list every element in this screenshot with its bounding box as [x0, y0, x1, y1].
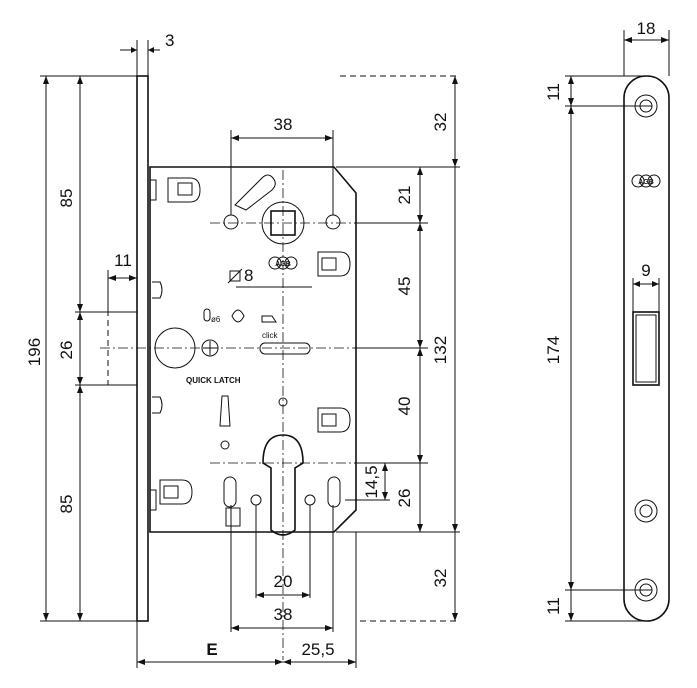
mounting-slots: [159, 177, 351, 505]
svg-text:click: click: [262, 331, 279, 340]
dim-bottom-hole-spacing: 38: [274, 605, 293, 624]
latch-bolt: [107, 281, 163, 414]
dim-spindle-spacing-x: 38: [274, 115, 293, 134]
dim-latch-to-cylinder: 40: [395, 397, 414, 416]
dim-bottom-to-center: 85: [57, 495, 76, 514]
dim-top-to-center: 85: [57, 189, 76, 208]
side-dimension-lines: [565, 30, 670, 622]
spindle-area: [223, 174, 341, 245]
cylinder-hole: [223, 434, 341, 536]
dim-faceplate-slot-width: 9: [641, 261, 650, 280]
svg-text:8: 8: [244, 266, 253, 285]
dim-faceplate-width: 18: [637, 19, 656, 38]
square-8-symbol: 8: [227, 266, 312, 288]
dim-total-height: 196: [25, 338, 44, 366]
latch-mechanism: QUICK LATCH ø6 click: [154, 308, 311, 385]
dim-cylinder-width: 20: [274, 572, 293, 591]
dim-faceplate-bottom-offset: 11: [544, 597, 563, 615]
dim-center-to-edge: 25,5: [301, 640, 334, 659]
dim-cylinder-offset: 14,5: [362, 465, 381, 498]
lock-body: [149, 166, 357, 533]
dimension-labels: 3 196 85 26 85 11 38 32 21 45 132 40 14,…: [25, 31, 450, 659]
svg-text:QUICK LATCH: QUICK LATCH: [186, 376, 241, 385]
dim-cylinder-height: 26: [395, 489, 414, 508]
dim-spindle-to-top-hole: 21: [395, 186, 414, 205]
dim-faceplate-thickness: 3: [165, 31, 174, 50]
dim-backset: E: [206, 640, 217, 659]
center-lines: [100, 170, 365, 660]
svg-text:ø6: ø6: [211, 315, 221, 324]
lower-details: [219, 395, 288, 450]
dim-latch-height: 26: [57, 341, 76, 360]
dim-spindle-to-latch: 45: [395, 277, 414, 296]
dim-latch-projection: 11: [114, 251, 132, 270]
agb-logo-side: AGB: [631, 174, 661, 188]
side-dimension-labels: 18 11 174 11 9: [544, 19, 655, 615]
svg-text:AGB: AGB: [638, 179, 654, 186]
dim-top-offset: 32: [431, 113, 450, 132]
dim-bottom-offset: 32: [431, 569, 450, 588]
side-faceplate: [623, 75, 670, 622]
dim-faceplate-top-offset: 11: [544, 83, 563, 101]
dimension-lines: [40, 40, 460, 668]
dim-faceplate-hole-spacing: 174: [544, 336, 563, 364]
front-faceplate: [136, 75, 149, 622]
dim-spindle-to-cylinder: 132: [431, 336, 450, 364]
